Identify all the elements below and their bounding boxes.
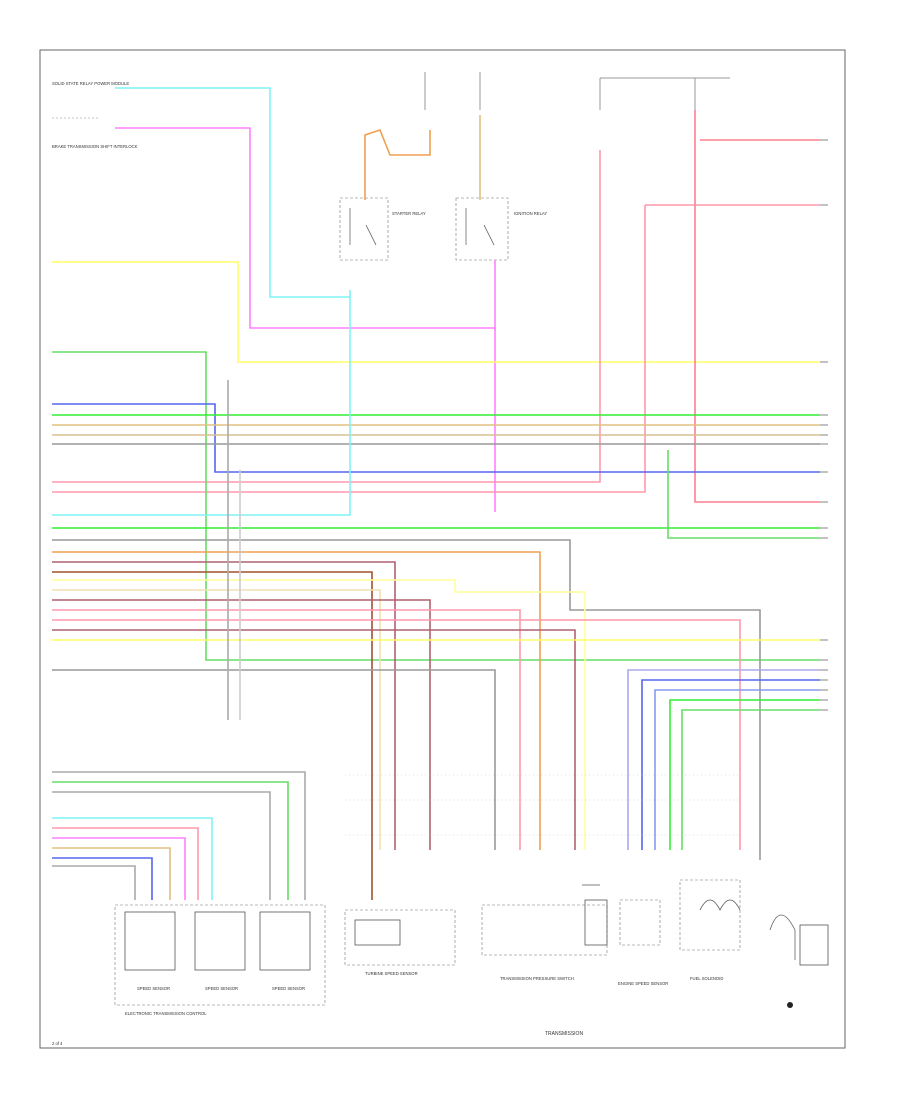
wire-magenta-top [115, 127, 496, 512]
fuel-solenoid-label: FUEL SOLENOID [690, 976, 723, 981]
wire-blue-3 [654, 689, 820, 850]
wires [52, 87, 820, 900]
page-number: 2 of 4 [52, 1041, 63, 1046]
sensor-b-box [194, 911, 246, 971]
wire-darkred-2 [52, 599, 431, 850]
turbine-sensor-label: TURBINE SPEED SENSOR [365, 971, 418, 976]
top-left-label-block: SOLID STATE RELAY POWER MODULE BRAKE TRA… [52, 81, 138, 149]
sensor-a-label: SPEED SENSOR [137, 986, 170, 991]
wire-orange-2 [52, 551, 541, 850]
wire-cyan-top [115, 87, 350, 298]
top-left-block-title: SOLID STATE RELAY POWER MODULE [52, 81, 129, 86]
wire-blue-2 [641, 679, 820, 850]
sensor-c-box [259, 911, 311, 971]
wire-darkred-3 [52, 629, 576, 850]
relay-left: STARTER RELAY [339, 197, 426, 261]
wire-cyan-bl [52, 817, 213, 900]
pressure-switch-label: TRANSMISSION PRESSURE SWITCH [500, 976, 574, 981]
top-left-block-sub: BRAKE TRANSMISSION SHIFT INTERLOCK [52, 144, 138, 149]
wire-green-1 [52, 351, 820, 661]
wire-yellow-2 [52, 579, 586, 850]
wire-pink-4 [52, 619, 741, 850]
wire-gray-2 [52, 539, 761, 860]
relay-switch-icon [365, 224, 377, 246]
wire-blue-bl [52, 857, 153, 900]
relay-left-label: STARTER RELAY [392, 211, 426, 216]
wire-green-5 [681, 709, 820, 850]
turbine-sensor: TURBINE SPEED SENSOR [344, 909, 456, 976]
bottom-center-label: TRANSMISSION [545, 1031, 583, 1037]
sensor-c-label: SPEED SENSOR [272, 986, 305, 991]
wire-lightpurple-1 [627, 669, 820, 850]
wire-yellow-1 [52, 261, 820, 363]
wire-gray-bl1 [52, 771, 306, 900]
ground-icon [787, 1002, 793, 1008]
solenoid-icon [769, 914, 796, 960]
bottom-left-sensors: SPEED SENSOR SPEED SENSOR SPEED SENSOR E… [114, 904, 326, 1016]
wire-gray-bl2 [52, 791, 271, 900]
wire-orange-relay [364, 129, 431, 200]
connector-row [345, 774, 740, 836]
relay-right: IGNITION RELAY [455, 197, 547, 261]
wire-gray-3 [52, 669, 496, 850]
top-power-feeds [424, 72, 730, 110]
wire-green-4 [669, 699, 820, 850]
wire-blue-1 [52, 403, 820, 473]
wire-pink-2 [52, 150, 601, 483]
wire-tan-bl [52, 847, 171, 900]
wire-gray-bl3 [52, 865, 136, 900]
wire-magenta-bl [52, 837, 186, 900]
wire-green-bl [52, 781, 289, 900]
relay-switch-icon [483, 224, 495, 246]
pressure-switch: TRANSMISSION PRESSURE SWITCH [481, 884, 608, 981]
wire-pink-3 [52, 609, 521, 850]
relay-right-label: IGNITION RELAY [514, 211, 547, 216]
engine-sensor: ENGINE SPEED SENSOR [618, 899, 668, 986]
fuel-solenoid: FUEL SOLENOID [679, 879, 829, 1008]
right-connector-ticks [820, 139, 828, 711]
engine-sensor-label: ENGINE SPEED SENSOR [618, 981, 668, 986]
diagram-frame [39, 49, 846, 1049]
wire-red-right [694, 110, 820, 503]
solenoid-icon [584, 899, 608, 946]
wire-beige-2 [52, 589, 381, 850]
bottom-left-block-label: ELECTRONIC TRANSMISSION CONTROL [125, 1011, 207, 1016]
wire-cyan-2 [52, 290, 351, 516]
sensor-a-box [124, 911, 176, 971]
wire-darkred-1 [52, 561, 396, 850]
wire-brown-1 [52, 571, 373, 900]
wire-pink-vertical [52, 205, 646, 493]
sensor-coil-icon [354, 919, 401, 946]
wire-green-3 [667, 450, 820, 539]
wire-pink-bl [52, 827, 199, 900]
sensor-b-label: SPEED SENSOR [205, 986, 238, 991]
